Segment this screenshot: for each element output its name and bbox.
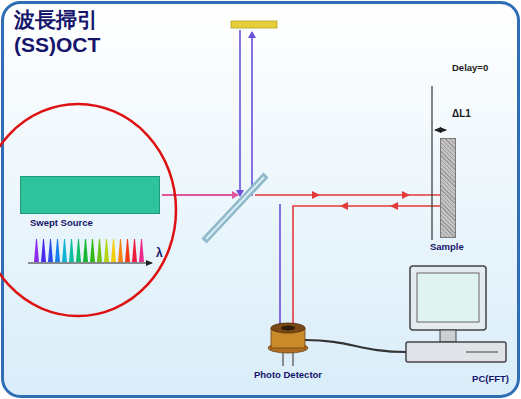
node-label: Sample: [430, 241, 492, 252]
delta-arrow: [435, 130, 446, 131]
beam-arrowhead: [402, 191, 410, 199]
reference-mirror: [231, 21, 277, 28]
signal-cable: [305, 340, 406, 352]
highlight-circle: [0, 104, 176, 316]
reference-beam-up: [251, 32, 253, 196]
source-beam: [162, 194, 238, 196]
beam-arrowhead: [340, 202, 348, 210]
node-label: PC(FFT): [396, 373, 513, 384]
beam-arrowhead: [312, 191, 320, 199]
detector-node: Photo Detector: [238, 314, 338, 380]
reference-beam-down: [239, 30, 241, 196]
text-label: Delay=0: [452, 62, 488, 73]
pc-base: [406, 342, 506, 362]
node-label: Swept Source: [20, 217, 160, 228]
source-node: Swept Source: [20, 176, 160, 228]
spectrum: [28, 239, 152, 263]
delay-line: [431, 86, 432, 240]
reference-beam-detector: [279, 204, 281, 326]
pc-symbol: [396, 262, 511, 370]
text-label: ΔL1: [452, 108, 471, 119]
swept-source-box: [20, 176, 160, 214]
sample-node: Sample: [430, 138, 492, 252]
pc-monitor: [410, 266, 486, 330]
beam-splitter-edge: [206, 177, 264, 239]
detector-window: [281, 326, 295, 331]
detector-cap: [271, 323, 305, 333]
node-label: Photo Detector: [238, 369, 338, 380]
sample-slab: [440, 138, 456, 238]
photo-detector-symbol: [263, 314, 313, 366]
text-label: λ: [156, 246, 163, 260]
pc-stand: [440, 330, 456, 342]
panel: [3, 3, 519, 397]
beam-arrowhead: [390, 202, 398, 210]
diagram-title: 波長掃引 (SS)OCT: [14, 8, 126, 58]
pc-node: PC(FFT): [396, 262, 513, 384]
beam-splitter: [204, 175, 266, 241]
pc-drive-slot: [466, 351, 498, 353]
pc-screen: [417, 273, 479, 322]
